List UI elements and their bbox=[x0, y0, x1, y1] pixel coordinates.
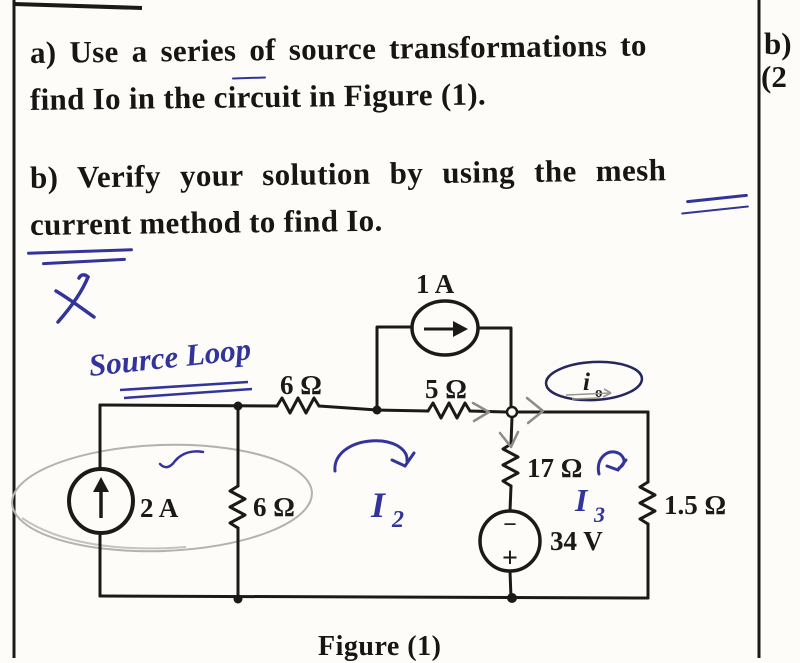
wire-17-top bbox=[509, 415, 514, 446]
arrowhead bbox=[453, 321, 468, 337]
io-pencil-scribble bbox=[565, 388, 612, 400]
pencil-left-loop-ellipse bbox=[11, 443, 313, 553]
arrowhead bbox=[93, 477, 109, 492]
loop2-label-sub: 2 bbox=[391, 507, 404, 533]
side-column-part-label: b) bbox=[764, 26, 792, 61]
chevron-down-icon bbox=[498, 430, 520, 449]
voltage-minus-sign: − bbox=[503, 512, 517, 538]
side-column-points-label: (2 bbox=[761, 59, 787, 94]
label-2a: 2 A bbox=[140, 493, 179, 523]
check-mark-annotation bbox=[158, 450, 205, 469]
source-loop-note: Source Loop bbox=[87, 331, 253, 383]
label-5ohm: 5 Ω bbox=[425, 374, 467, 404]
chevron-right-icon bbox=[525, 396, 545, 425]
resistor-17-zigzag bbox=[501, 442, 520, 488]
loop2-label-main: I bbox=[370, 485, 387, 525]
circuit-wires bbox=[98, 325, 657, 601]
resistor-6-vertical-zigzag bbox=[228, 484, 247, 530]
pencil-direction-arrows bbox=[471, 396, 545, 449]
figure-caption: Figure (1) bbox=[318, 631, 442, 662]
wire-1a-left bbox=[375, 325, 414, 412]
source-loop-underline bbox=[119, 380, 253, 400]
loop3-label-main: I bbox=[574, 482, 589, 518]
chevron-right-icon bbox=[471, 401, 491, 423]
resistor-6-horizontal-zigzag bbox=[275, 396, 321, 415]
output-current-io: i o bbox=[544, 360, 644, 402]
wire-17-bottom bbox=[508, 484, 513, 513]
node bbox=[372, 405, 382, 415]
io-label-main: i bbox=[583, 369, 590, 396]
voltage-source-34v: − + bbox=[478, 509, 542, 574]
node bbox=[233, 594, 243, 604]
wire-top-left bbox=[98, 403, 279, 408]
label-34v: 34 V bbox=[550, 526, 603, 556]
wire-1a-right bbox=[476, 326, 513, 409]
io-ellipse bbox=[544, 360, 644, 402]
node bbox=[507, 593, 517, 603]
label-17ohm: 17 Ω bbox=[527, 453, 582, 483]
loop3-arrow-icon bbox=[596, 450, 628, 476]
node bbox=[233, 401, 243, 411]
label-6ohm-vertical: 6 Ω bbox=[253, 492, 295, 522]
circuit-nodes bbox=[233, 401, 519, 604]
label-1a: 1 A bbox=[416, 269, 455, 299]
current-source-top bbox=[410, 299, 480, 357]
loop3-label-sub: 3 bbox=[593, 502, 605, 527]
current-source-left bbox=[67, 467, 135, 535]
resistor-5-zigzag bbox=[426, 401, 472, 420]
resistor-1-5-zigzag bbox=[638, 480, 657, 526]
label-6ohm-horizontal: 6 Ω bbox=[280, 370, 322, 400]
page-borders bbox=[12, 0, 761, 658]
label-1-5ohm: 1.5 Ω bbox=[664, 490, 726, 520]
voltage-plus-sign: + bbox=[502, 543, 518, 574]
top-page-border bbox=[13, 2, 143, 10]
node-open bbox=[505, 405, 519, 419]
x-mark-annotation bbox=[54, 273, 96, 324]
wire-bottom bbox=[98, 594, 650, 600]
loop2-arrow-icon bbox=[333, 439, 416, 473]
